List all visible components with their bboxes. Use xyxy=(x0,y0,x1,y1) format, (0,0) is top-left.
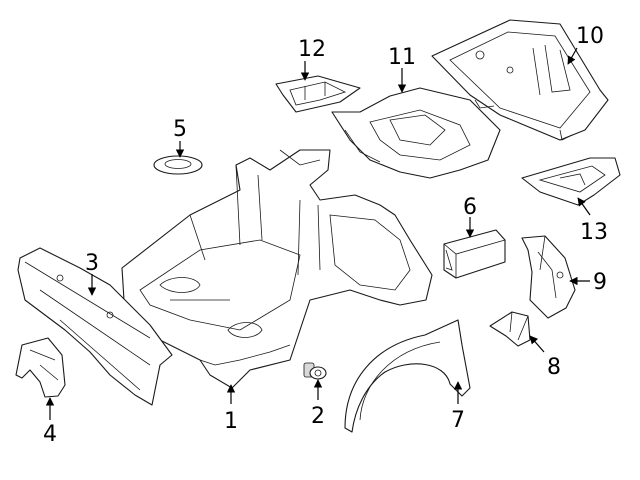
floor-panel-part[interactable] xyxy=(331,87,501,179)
callout-12: 12 xyxy=(298,37,326,62)
small-bracket-part[interactable] xyxy=(15,337,66,398)
callout-6: 6 xyxy=(463,195,477,220)
callout-2: 2 xyxy=(311,404,325,429)
callout-1: 1 xyxy=(224,409,238,434)
cover-plate-part[interactable] xyxy=(521,157,621,206)
small-trough-part[interactable] xyxy=(275,75,361,113)
callout-9: 9 xyxy=(593,270,607,295)
mount-bracket-part[interactable] xyxy=(489,311,531,347)
rear-crossmember-panel-part[interactable] xyxy=(17,247,173,406)
leader-10 xyxy=(567,47,578,65)
callout-7: 7 xyxy=(451,408,465,433)
reinforcement-box-part[interactable] xyxy=(443,229,506,279)
side-bracket-part[interactable] xyxy=(521,235,576,319)
callout-3: 3 xyxy=(85,251,99,276)
callout-13: 13 xyxy=(580,220,608,245)
callout-10: 10 xyxy=(576,24,604,49)
grommet-ring-part[interactable] xyxy=(153,155,203,175)
callout-8: 8 xyxy=(547,355,561,380)
leader-13 xyxy=(577,197,591,216)
callout-5: 5 xyxy=(173,117,187,142)
callout-4: 4 xyxy=(43,422,57,447)
rear-floor-pan-part[interactable] xyxy=(121,149,433,389)
spare-tub-part[interactable] xyxy=(431,19,609,141)
callout-11: 11 xyxy=(388,45,416,70)
leader-8 xyxy=(529,335,545,353)
clip-fastener-part[interactable] xyxy=(303,362,327,380)
wheelhouse-liner-part[interactable] xyxy=(344,319,471,433)
